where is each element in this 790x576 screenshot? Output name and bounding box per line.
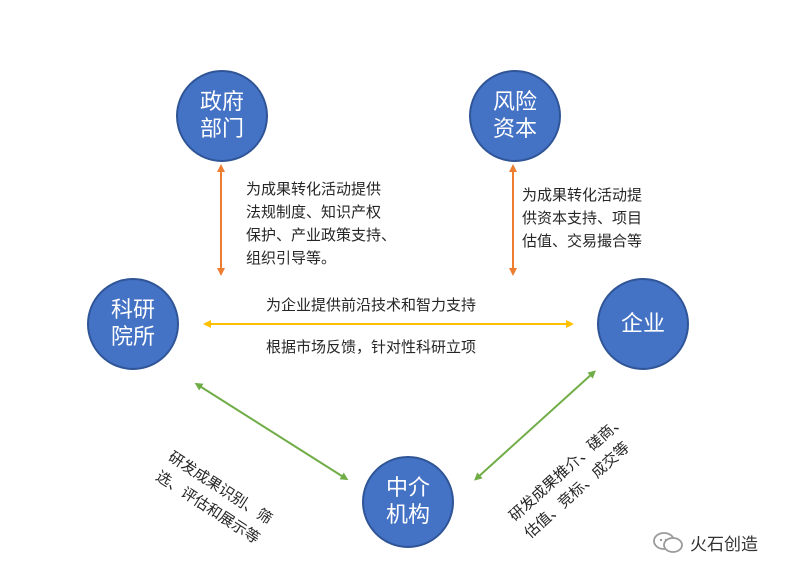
chat-bubble-icon (653, 531, 683, 553)
node-enterprise: 企业 (597, 278, 689, 370)
node-vc: 风险 资本 (469, 70, 561, 162)
vc-support-text: 为成果转化活动提 供资本支持、项目 估值、交易撮合等 (522, 186, 643, 250)
enterprise-to-research-text: 根据市场反馈，针对性科研立项 (266, 338, 477, 356)
research-intermediary-arrow (194, 382, 349, 481)
node-intermediary: 中介 机构 (362, 456, 454, 548)
node-gov: 政府 部门 (176, 70, 268, 162)
node-research: 科研 院所 (87, 278, 179, 370)
research-to-enterprise-text: 为企业提供前沿技术和智力支持 (266, 296, 477, 314)
watermark: 火石创造 (652, 530, 758, 555)
gov-support-text: 为成果转化活动提供 法规制度、知识产权 保护、产业政策支持、 组织引导等。 (246, 180, 397, 267)
intermediary-enterprise-arrow (474, 370, 596, 481)
watermark-label: 火石创造 (690, 535, 758, 555)
